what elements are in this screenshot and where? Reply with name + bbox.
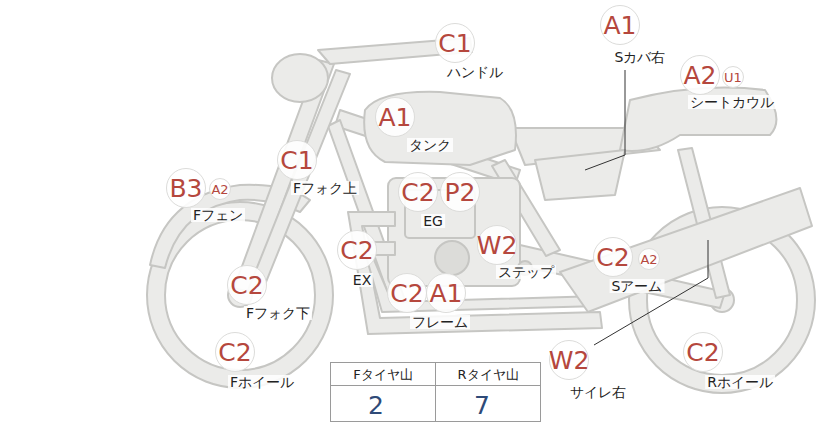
- table-header: Rタイヤ山: [457, 368, 518, 381]
- damage-code: C2: [337, 230, 377, 270]
- damage-code: A2: [680, 55, 720, 95]
- damage-code: B3: [166, 168, 206, 208]
- damage-code: A1: [600, 5, 640, 45]
- table-value: 7: [474, 393, 490, 418]
- damage-code: W2: [477, 225, 517, 265]
- table-value: 2: [368, 393, 384, 418]
- part-name: Rホイール: [705, 375, 775, 389]
- part-name: Fフォク下: [244, 306, 312, 320]
- part-name: EX: [351, 273, 373, 287]
- damage-code: C2: [683, 332, 723, 372]
- part-name: タンク: [407, 138, 453, 152]
- sub-code: A2: [638, 248, 660, 270]
- damage-code: C2: [227, 265, 267, 305]
- sub-code: U1: [722, 66, 744, 88]
- damage-code: C2: [387, 273, 427, 313]
- sub-code: A2: [209, 178, 231, 200]
- damage-code: P2: [440, 172, 480, 212]
- part-name: サイレ右: [568, 385, 628, 399]
- part-name: Fフェン: [191, 208, 245, 222]
- part-name: ステップ: [496, 265, 556, 279]
- damage-code: W2: [549, 340, 589, 380]
- part-name: Sカバ右: [613, 50, 668, 64]
- damage-code: A1: [426, 273, 466, 313]
- part-name: Sアーム: [610, 279, 665, 293]
- part-name: ハンドル: [445, 65, 505, 79]
- damage-code: C1: [435, 23, 475, 63]
- damage-code: C2: [215, 332, 255, 372]
- table-header: Fタイヤ山: [353, 368, 412, 381]
- damage-code: C1: [277, 140, 317, 180]
- part-name: シートカウル: [688, 95, 776, 109]
- part-name: Fホイール: [228, 375, 296, 389]
- part-name: Fフォク上: [291, 181, 359, 195]
- part-name: EG: [421, 214, 445, 228]
- damage-code: A1: [375, 97, 415, 137]
- part-name: フレーム: [410, 315, 470, 329]
- damage-code: C2: [593, 237, 633, 277]
- damage-code: C2: [398, 172, 438, 212]
